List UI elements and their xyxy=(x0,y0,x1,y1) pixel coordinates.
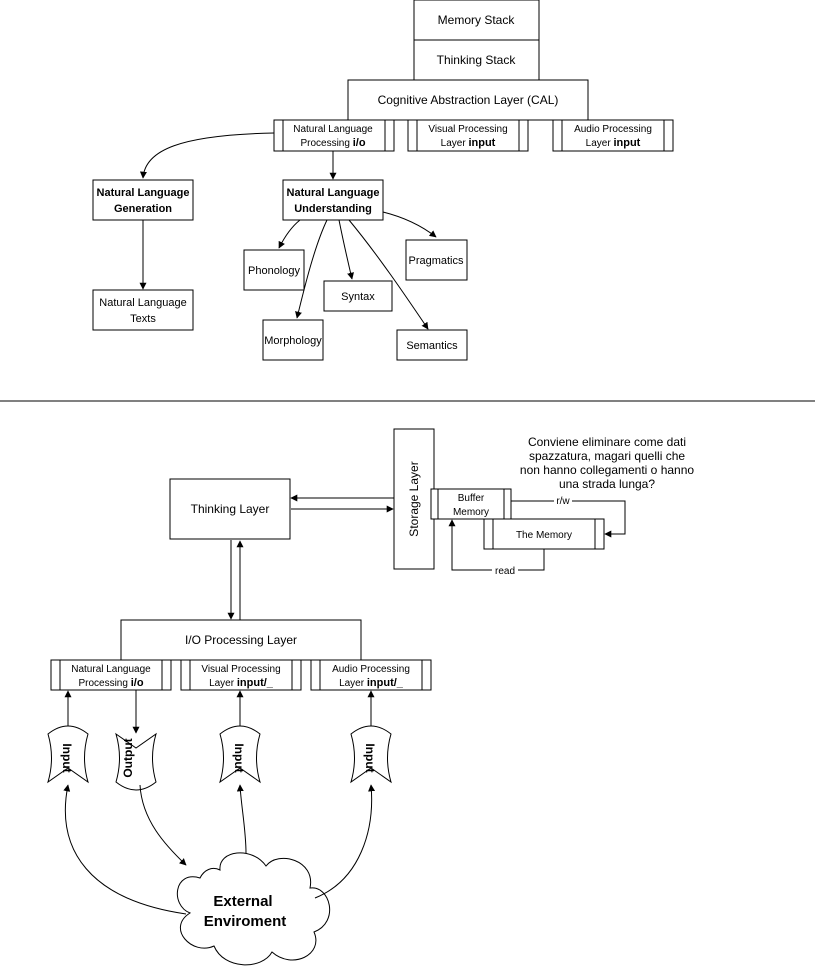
note-text: Conviene eliminare come dati spazzatura,… xyxy=(520,435,694,491)
bottom-audio-line1: Audio Processing xyxy=(332,664,410,675)
texts-box xyxy=(92,289,194,331)
bottom-visual-box xyxy=(180,659,302,691)
nlg-box xyxy=(92,179,194,221)
buffer-memory-box xyxy=(430,488,512,520)
top-audio-line2: Layer input xyxy=(586,137,641,149)
bottom-nlp-layer: Natural Language Processing i/o xyxy=(50,659,172,691)
nlu-box xyxy=(282,179,384,221)
rw-label: r/w xyxy=(556,496,570,507)
note-line2: spazzatura, magari quelli che xyxy=(529,449,685,463)
bottom-nlp-line1: Natural Language xyxy=(71,664,151,675)
top-audio-layer: Audio Processing Layer input xyxy=(552,119,674,152)
nlu-line1: Natural Language xyxy=(287,187,380,199)
top-nlp-layer: Natural Language Processing i/o xyxy=(273,119,395,152)
bottom-audio-box xyxy=(310,659,432,691)
texts-line2: Texts xyxy=(130,313,156,325)
buffer-line2: Memory xyxy=(453,507,489,518)
external-environment-cloud: External Enviroment xyxy=(176,852,331,966)
top-visual-box xyxy=(407,119,529,152)
phonology-box xyxy=(243,249,305,291)
arrow-env-to-input-nl xyxy=(63,784,187,915)
storage-layer-label: Storage Layer xyxy=(407,461,421,536)
arrow-nlu-to-semantics xyxy=(348,219,429,330)
buffer-memory-node: Buffer Memory xyxy=(430,488,512,520)
env-line2: Enviroment xyxy=(204,913,287,930)
input-gate-visual-label: Input xyxy=(232,743,246,772)
memory-stack-box xyxy=(413,0,540,41)
syntax-box xyxy=(323,280,393,312)
bottom-visual-line2: Layer input/_ xyxy=(209,677,274,689)
nlg-node: Natural Language Generation xyxy=(92,179,194,221)
storage-layer-box xyxy=(393,428,435,570)
arrow-output-to-env xyxy=(139,784,187,866)
io-layer-box xyxy=(120,619,362,661)
top-visual-layer: Visual Processing Layer input xyxy=(407,119,529,152)
top-visual-line1: Visual Processing xyxy=(428,124,507,135)
pragmatics-box xyxy=(405,239,468,281)
phonology-label: Phonology xyxy=(248,265,300,277)
thinking-layer-label: Thinking Layer xyxy=(191,502,270,516)
top-nlp-line2: Processing i/o xyxy=(300,137,365,149)
input-gate-audio-label: Input xyxy=(363,743,377,772)
input-gate-visual: Input xyxy=(219,725,261,784)
nlu-line2: Understanding xyxy=(294,203,372,215)
semantics-box xyxy=(396,329,468,361)
top-visual-line2: Layer input xyxy=(441,137,496,149)
bottom-visual-layer: Visual Processing Layer input/_ xyxy=(180,659,302,691)
top-stack: Memory Stack Thinking Stack Cognitive Ab… xyxy=(347,0,589,121)
the-memory-box xyxy=(483,518,605,550)
top-audio-line1: Audio Processing xyxy=(574,124,652,135)
thinking-layer-box xyxy=(169,478,291,540)
thinking-stack-label: Thinking Stack xyxy=(437,53,517,67)
pragmatics-label: Pragmatics xyxy=(408,255,464,267)
memory-stack-label: Memory Stack xyxy=(438,13,516,27)
output-gate-nl-label: Output xyxy=(121,738,135,777)
arrow-nlu-to-phonology xyxy=(278,219,301,249)
texts-line1: Natural Language xyxy=(99,297,186,309)
top-audio-box xyxy=(552,119,674,152)
bottom-audio-line2: Layer input/_ xyxy=(339,677,404,689)
output-gate-nl: Output xyxy=(115,732,157,791)
input-gate-nl: Input xyxy=(47,725,89,784)
bottom-nlp-line2: Processing i/o xyxy=(78,677,143,689)
arrow-nlp-to-nlg xyxy=(139,132,275,179)
arrow-nlu-to-morphology xyxy=(295,219,328,319)
thinking-stack-box xyxy=(413,39,540,81)
cal-label: Cognitive Abstraction Layer (CAL) xyxy=(378,93,559,107)
morphology-box xyxy=(262,319,324,361)
arrow-nlu-to-pragmatics xyxy=(382,211,437,238)
syntax-label: Syntax xyxy=(341,291,375,303)
note-line3: non hanno collegamenti o hanno xyxy=(520,463,694,477)
the-memory-node: The Memory xyxy=(483,518,605,550)
input-gate-nl-label: Input xyxy=(60,743,74,772)
env-line1: External xyxy=(213,893,272,910)
nlu-node: Natural Language Understanding xyxy=(282,179,384,221)
the-memory-label: The Memory xyxy=(516,530,572,541)
nlg-line2: Generation xyxy=(114,203,172,215)
top-nlp-box xyxy=(273,119,395,152)
semantics-label: Semantics xyxy=(406,340,458,352)
morphology-label: Morphology xyxy=(264,335,322,347)
note-line4: una strada lunga? xyxy=(559,477,655,491)
arrow-env-to-input-visual xyxy=(236,784,247,854)
texts-node: Natural Language Texts xyxy=(92,289,194,331)
input-gate-audio: Input xyxy=(350,725,392,784)
top-nlp-line1: Natural Language xyxy=(293,124,373,135)
note-line1: Conviene eliminare come dati xyxy=(528,435,686,449)
io-layer-label: I/O Processing Layer xyxy=(185,633,297,647)
bottom-audio-layer: Audio Processing Layer input/_ xyxy=(310,659,432,691)
bottom-nlp-box xyxy=(50,659,172,691)
buffer-line1: Buffer xyxy=(458,493,485,504)
nlg-line1: Natural Language xyxy=(97,187,190,199)
arrow-nlu-to-syntax xyxy=(338,219,354,280)
arrow-env-to-input-audio xyxy=(314,784,376,899)
bottom-visual-line1: Visual Processing xyxy=(201,664,280,675)
read-label: read xyxy=(495,566,515,577)
